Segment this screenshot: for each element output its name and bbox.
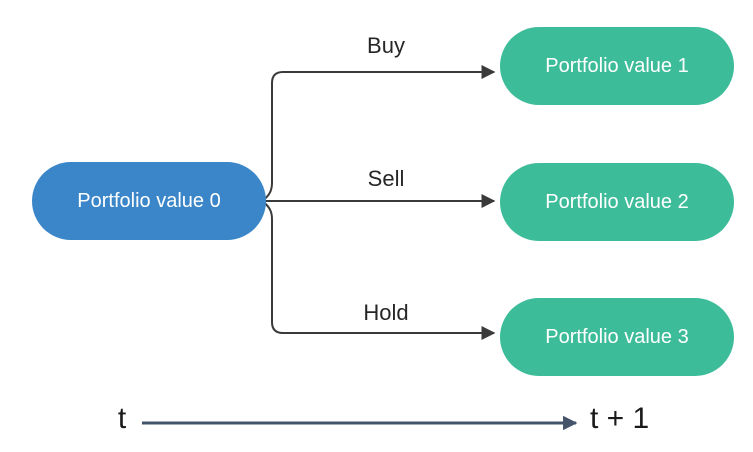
node-label: Portfolio value 2 <box>545 190 689 213</box>
timeline-end-label: t + 1 <box>590 402 650 435</box>
edge-label-sell: Sell <box>367 166 405 191</box>
node-label: Portfolio value 0 <box>77 189 221 212</box>
edge-hold-arrow <box>261 200 496 340</box>
node-label: Portfolio value 1 <box>545 54 689 77</box>
node-portfolio-value-0: Portfolio value 0 <box>32 162 266 240</box>
node-portfolio-value-3: Portfolio value 3 <box>500 298 734 376</box>
node-portfolio-value-2: Portfolio value 2 <box>500 163 734 241</box>
node-portfolio-value-1: Portfolio value 1 <box>500 27 734 105</box>
edge-label-buy: Buy <box>367 33 405 58</box>
edge-label-hold: Hold <box>363 300 409 325</box>
timeline-start-label: t <box>117 402 127 435</box>
edge-buy-arrow <box>261 65 496 202</box>
node-label: Portfolio value 3 <box>545 325 689 348</box>
